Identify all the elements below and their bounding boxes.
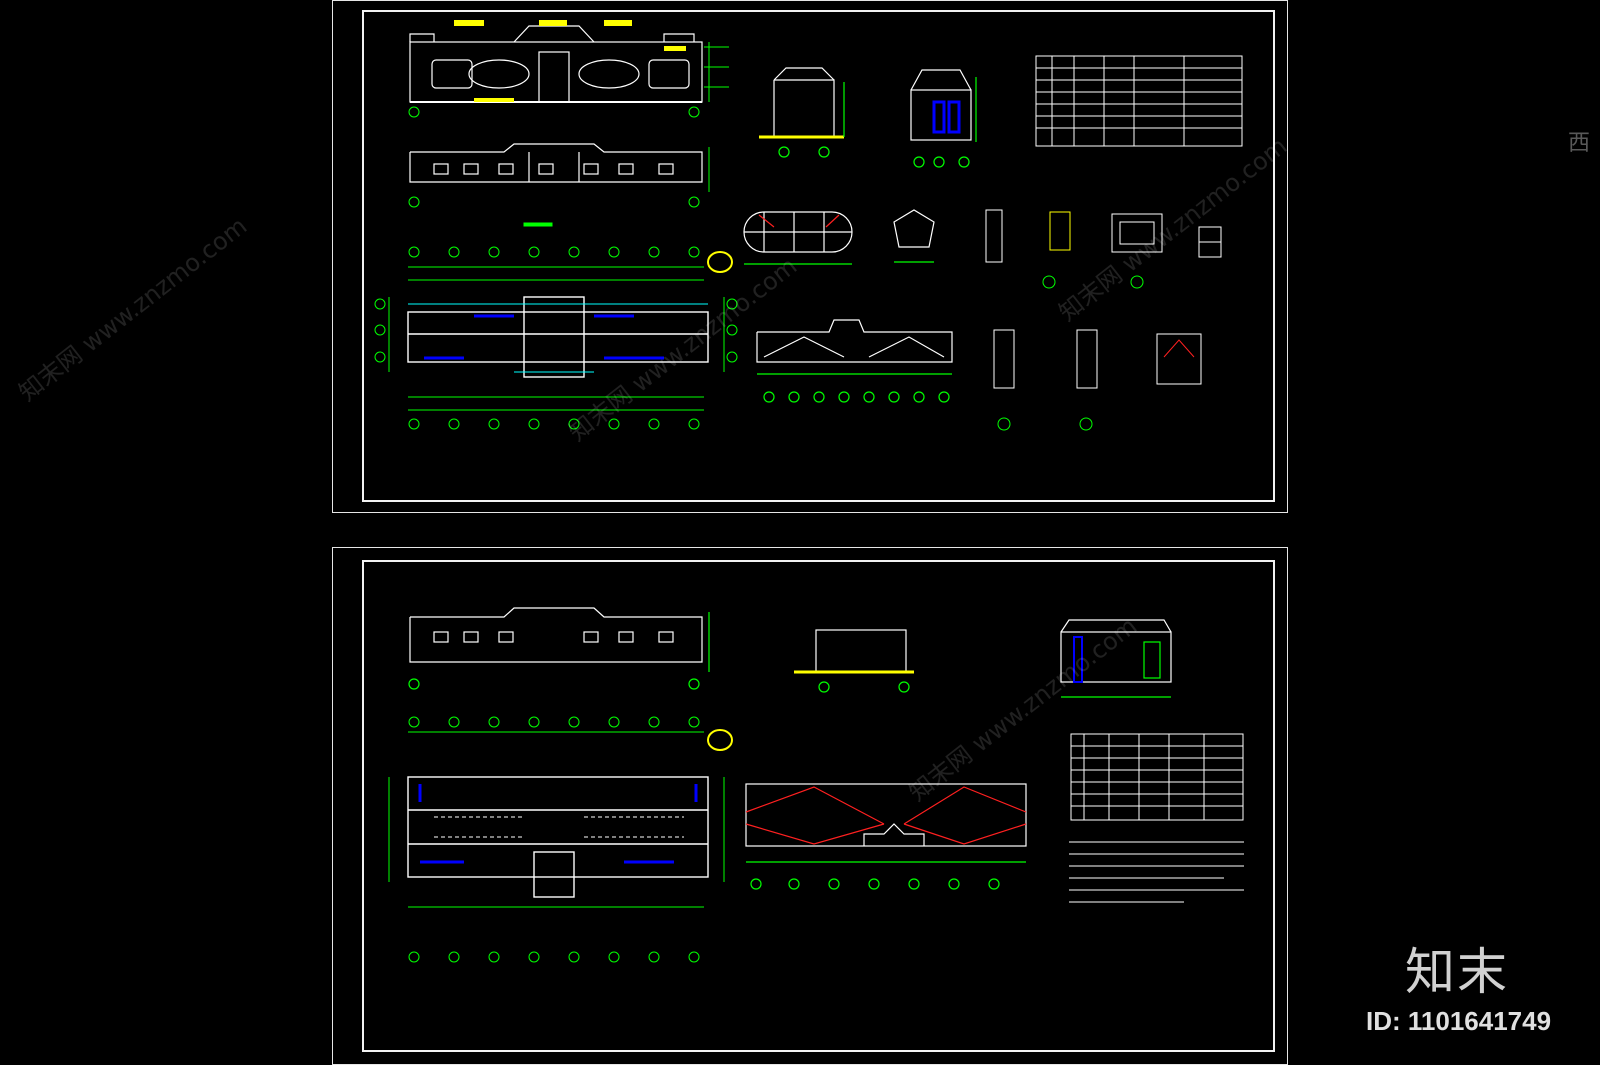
section-1 [759,67,845,158]
door-window-table-2 [1070,733,1244,821]
elevation-front-highlights [454,20,686,102]
elevation-front [409,25,703,103]
drawing-sheet-1 [332,0,1288,513]
sheet-2-drawings [388,607,1244,963]
window-detail-1 [743,211,853,265]
window-detail-2 [893,209,935,263]
sheet-1-drawings [374,20,1243,431]
section-details-lower [993,329,1202,431]
door-window-table [1035,55,1243,147]
watermark-id: ID: 1101641749 [1366,1006,1552,1036]
floor-plan-2 [388,716,733,963]
elevation-rear [409,143,703,183]
elevation-rear-2 [408,607,710,690]
design-notes [1069,841,1244,903]
section-gate [1060,619,1172,698]
roof-plan-1 [756,319,953,403]
roof-plan-2 [745,783,1027,890]
watermark-side-char: 西 [1568,131,1591,156]
sheet-2-frame [362,560,1275,1052]
elevation-front-dims [408,42,729,118]
section-2 [910,69,977,168]
wall-details [985,209,1222,289]
floor-plan [374,246,738,430]
drawing-sheet-2 [332,547,1288,1065]
watermark-brand: 知末 [1405,943,1509,1001]
watermark-diagonal-1: 知末网 www.znzmo.com [13,211,253,407]
section-small [794,629,914,693]
elevation-rear-dims [408,147,710,227]
sheet-1-frame [362,10,1275,502]
